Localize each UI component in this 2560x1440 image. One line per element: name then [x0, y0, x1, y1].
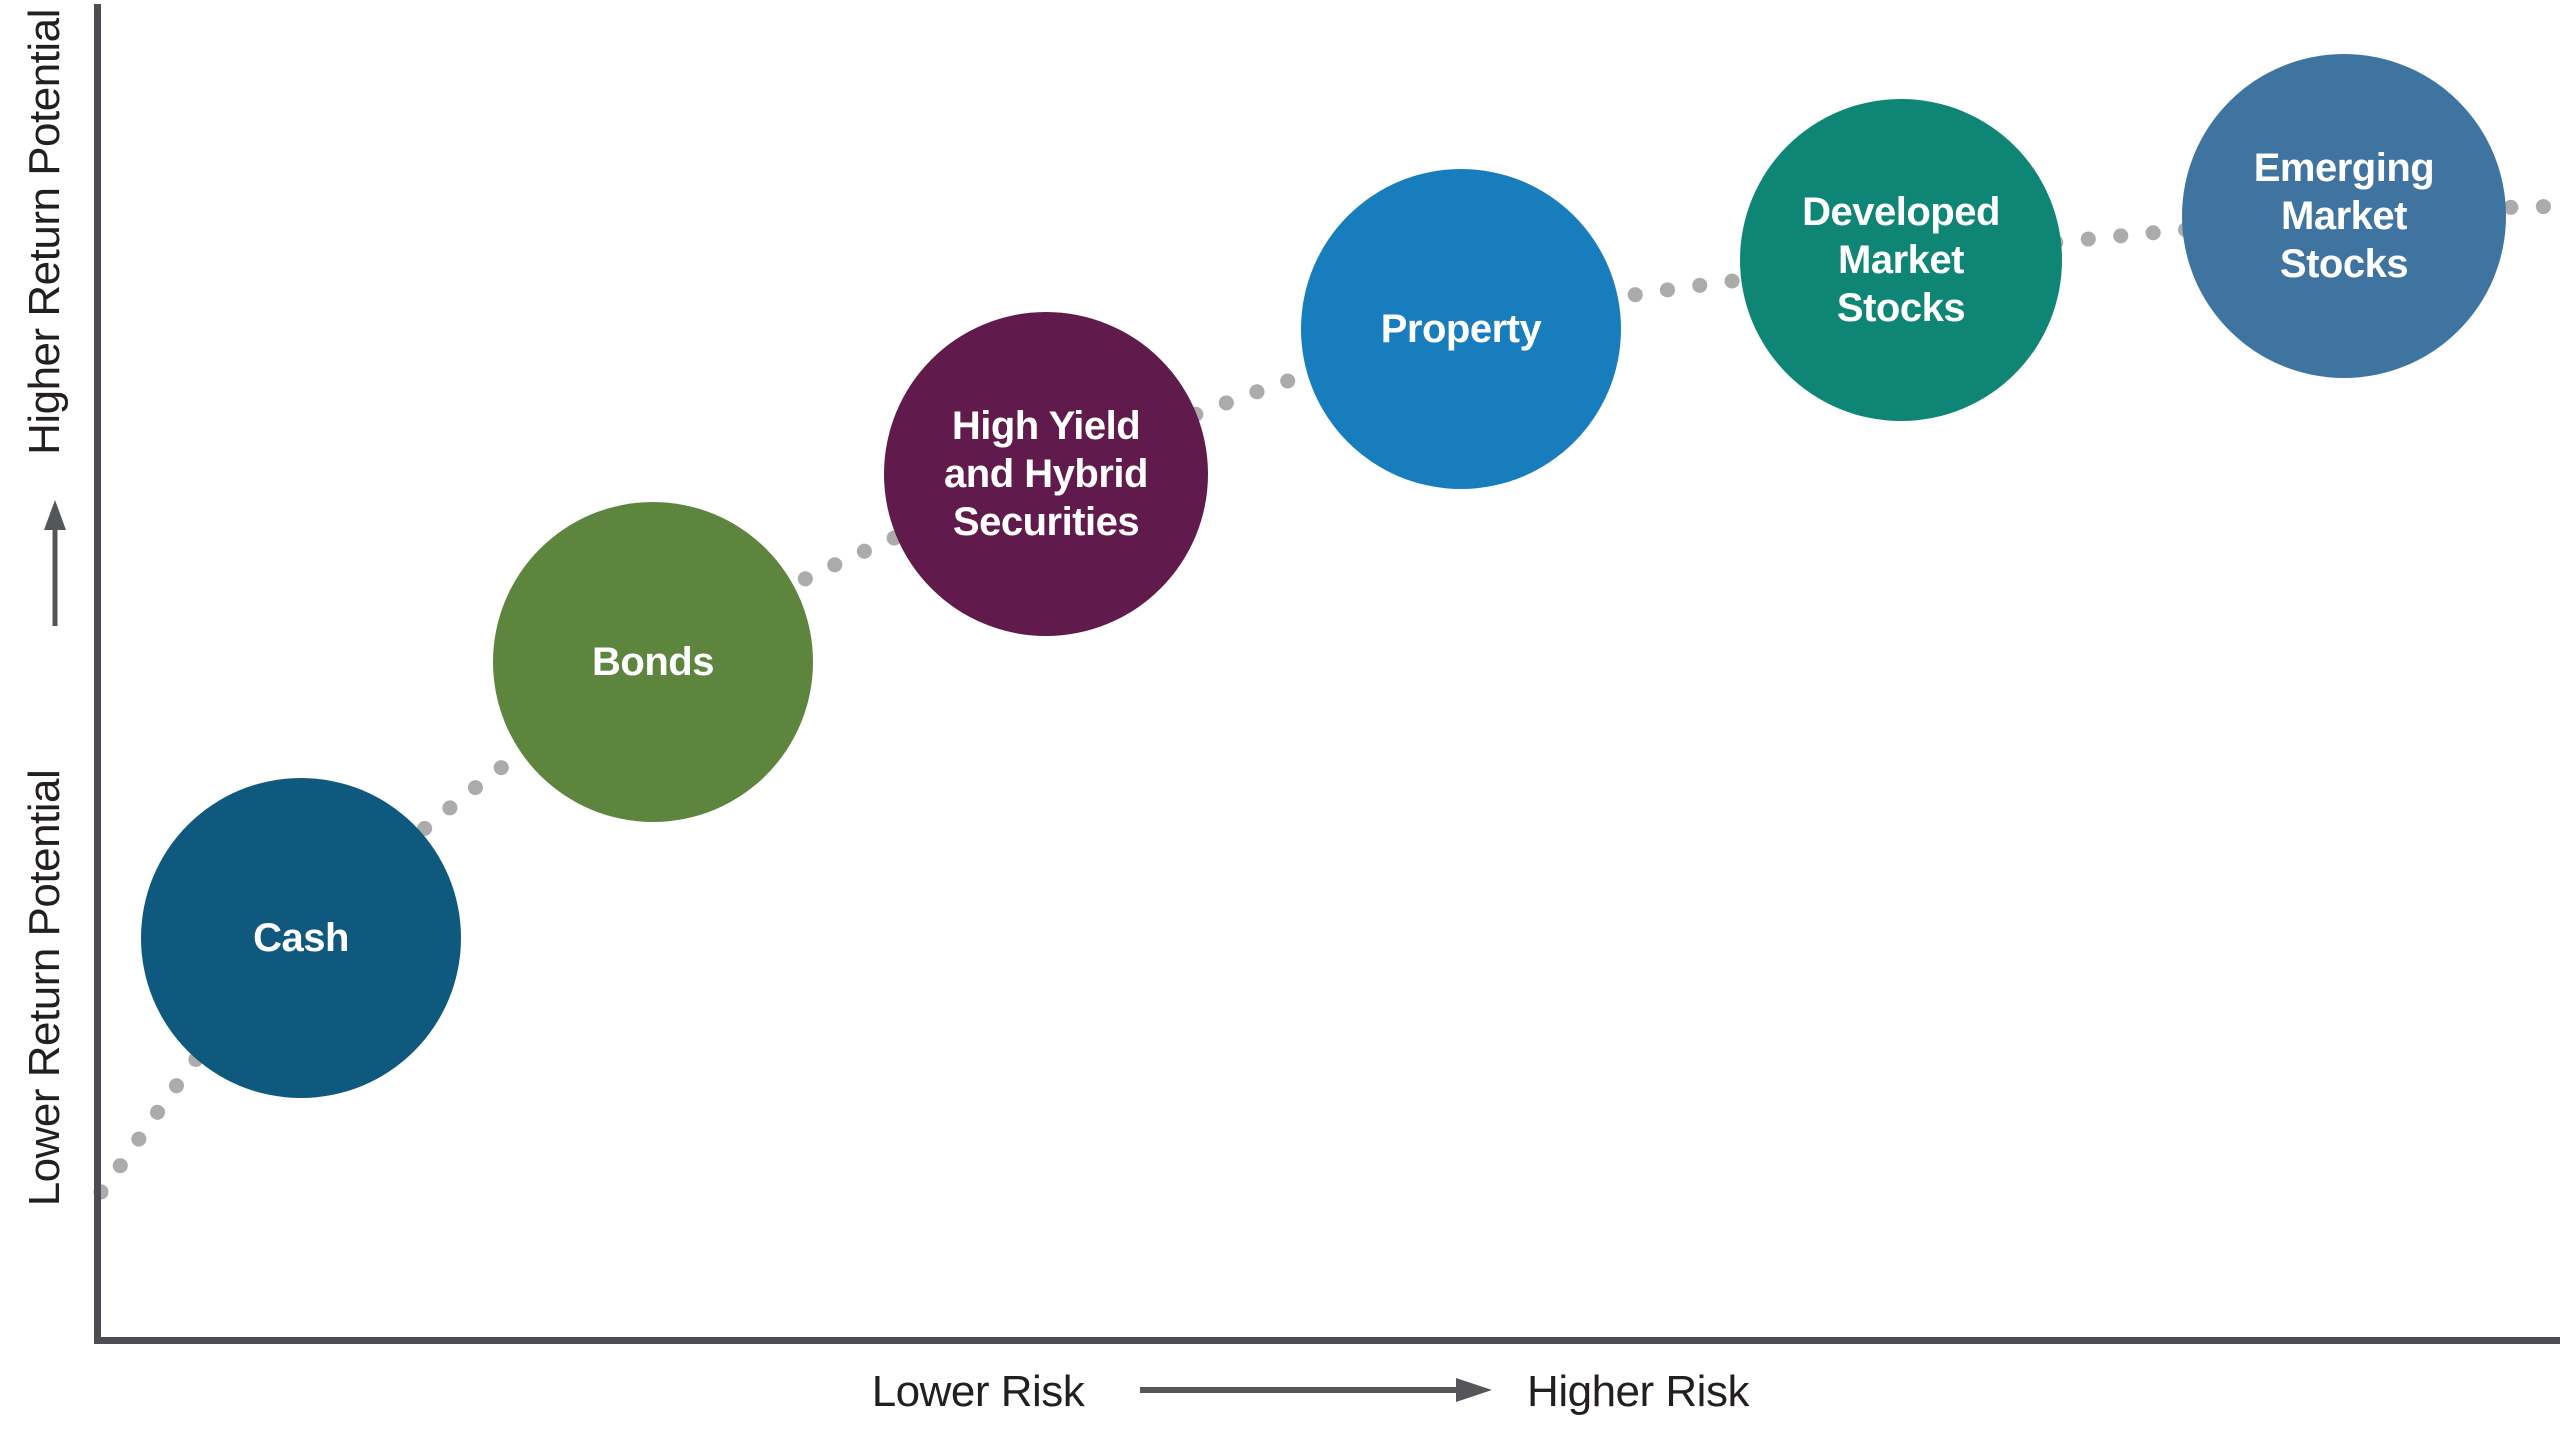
y-axis-arrow-icon	[44, 500, 66, 626]
bubble-label: Emerging Market Stocks	[2253, 146, 2435, 286]
y-axis-label-lower-return: Lower Return Potential	[20, 769, 69, 1207]
bubble-label: Developed Market Stocks	[1802, 190, 2000, 330]
x-axis-label-higher-risk: Higher Risk	[1527, 1367, 1749, 1416]
bubble-label: Bonds	[592, 640, 714, 684]
bubble-high-yield-hybrid-securities: High Yield and Hybrid Securities	[884, 312, 1208, 636]
bubble-bonds: Bonds	[493, 502, 813, 822]
bubble-emerging-market-stocks: Emerging Market Stocks	[2182, 54, 2506, 378]
bubble-property: Property	[1301, 169, 1621, 489]
bubble-developed-market-stocks: Developed Market Stocks	[1740, 99, 2062, 421]
x-axis-line	[94, 1337, 2560, 1344]
bubble-label: Cash	[253, 916, 349, 960]
y-axis-line	[94, 4, 101, 1344]
bubble-cash: Cash	[141, 778, 461, 1098]
x-axis-label-lower-risk: Lower Risk	[871, 1367, 1085, 1416]
y-axis-label-higher-return: Higher Return Potential	[20, 9, 69, 455]
bubble-label: High Yield and Hybrid Securities	[944, 404, 1148, 544]
x-axis-arrow-icon	[1140, 1378, 1492, 1402]
bubble-label: Property	[1380, 307, 1542, 351]
